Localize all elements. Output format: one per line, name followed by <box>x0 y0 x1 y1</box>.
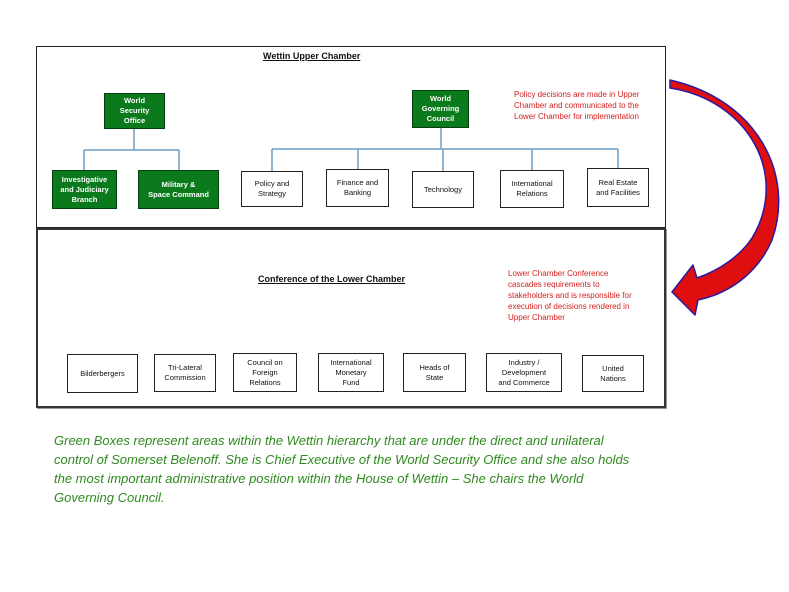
upper-chamber-note: Policy decisions are made in Upper Chamb… <box>514 90 640 121</box>
member-box: Heads of State <box>403 353 466 392</box>
legend-caption: Green Boxes represent areas within the W… <box>54 433 630 505</box>
military-space-command-box: Military & Space Command <box>138 170 219 209</box>
curved-arrow-upper-to-lower <box>669 79 780 316</box>
department-box: Technology <box>412 171 474 208</box>
member-box: Industry / Development and Commerce <box>486 353 562 392</box>
world-security-office-box: World Security Office <box>104 93 165 129</box>
member-box: Council on Foreign Relations <box>233 353 297 392</box>
member-box: Bilderbergers <box>67 354 138 393</box>
department-box: Real Estate and Facilities <box>587 168 649 207</box>
department-box: International Relations <box>500 170 564 208</box>
world-governing-council-box: World Governing Council <box>412 90 469 128</box>
department-box: Policy and Strategy <box>241 171 303 207</box>
department-box: Finance and Banking <box>326 169 389 207</box>
member-box: International Monetary Fund <box>318 353 384 392</box>
member-box: Tri-Lateral Commission <box>154 354 216 392</box>
member-box: United Nations <box>582 355 644 392</box>
lower-chamber-title: Conference of the Lower Chamber <box>258 274 406 284</box>
investigative-judiciary-branch-box: Investigative and Judiciary Branch <box>52 170 117 209</box>
lower-chamber-note: Lower Chamber Conference cascades requir… <box>508 269 632 322</box>
upper-chamber-title: Wettin Upper Chamber <box>263 51 361 61</box>
